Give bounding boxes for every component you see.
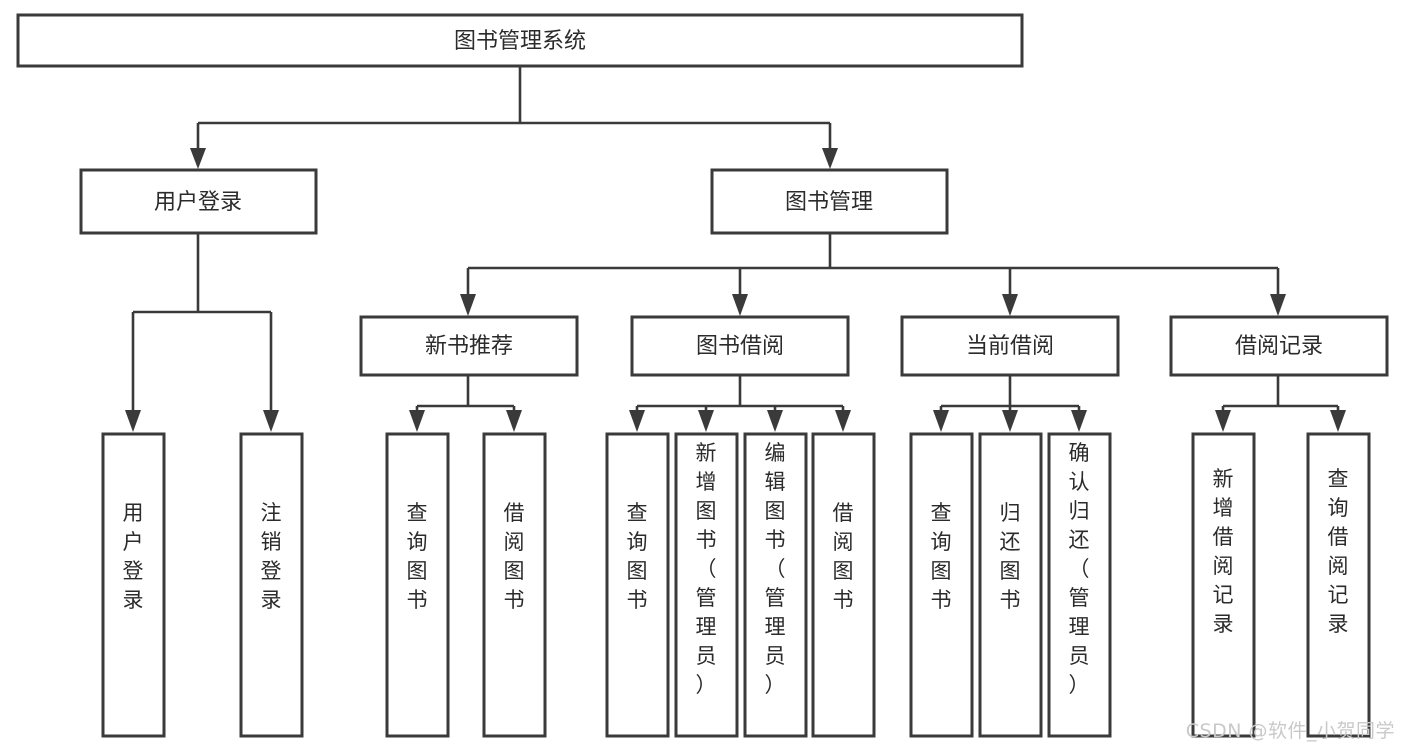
node-book-management-box[interactable]	[710, 168, 949, 235]
node-root-box[interactable]	[16, 13, 1024, 68]
leaf-borrow-book-2[interactable]: 借阅图书	[811, 432, 876, 738]
leaf-return-book[interactable]: 归还图书	[978, 432, 1043, 738]
leaf-logout-login[interactable]: 注销登录	[239, 432, 304, 738]
leaf-add-book-box[interactable]	[674, 432, 739, 738]
csdn-watermark: CSDN @软件_小贺同学	[1185, 720, 1395, 742]
leaf-query-book-3-box[interactable]	[909, 432, 974, 738]
connector-layer	[125, 66, 1346, 432]
leaf-query-book-1-label: 查询图书	[407, 501, 428, 612]
arrow-head-leaf-add-record	[1215, 410, 1231, 432]
arrow-head-leaf-logout-login	[263, 410, 279, 432]
node-borrow-record-box[interactable]	[1169, 315, 1389, 377]
node-user-login[interactable]: 用户登录	[79, 168, 318, 235]
leaf-user-login[interactable]: 用户登录	[101, 432, 166, 738]
arrow-head-borrow-record	[1270, 294, 1286, 316]
arrow-head-leaf-user-login	[125, 410, 141, 432]
node-new-book-recommend[interactable]: 新书推荐	[359, 315, 579, 377]
leaf-logout-login-box[interactable]	[239, 432, 304, 738]
leaf-logout-login-label: 注销登录	[261, 501, 282, 612]
node-borrow-record-label: 借阅记录	[1235, 334, 1323, 359]
arrow-head-leaf-query-book-1	[409, 410, 425, 432]
arrow-head-leaf-borrow-book-2	[835, 410, 851, 432]
leaf-borrow-book-2-label: 借阅图书	[833, 501, 854, 612]
leaf-return-book-box[interactable]	[978, 432, 1043, 738]
node-root-label: 图书管理系统	[454, 29, 586, 54]
node-user-login-box[interactable]	[79, 168, 318, 235]
leaf-query-book-3[interactable]: 查询图书	[909, 432, 974, 738]
arrow-head-leaf-confirm-return	[1071, 410, 1087, 432]
leaf-query-book-3-label: 查询图书	[931, 501, 952, 612]
leaf-add-record-label: 新增借阅记录	[1213, 467, 1234, 636]
arrow-head-user-login	[190, 148, 206, 169]
leaf-edit-book-box[interactable]	[743, 432, 808, 738]
leaf-user-login-label: 用户登录	[123, 501, 144, 612]
leaf-query-record[interactable]: 查询借阅记录	[1306, 432, 1371, 738]
arrow-head-leaf-return-book	[1002, 410, 1018, 432]
leaf-add-record-box[interactable]	[1191, 432, 1256, 738]
arrow-head-book-borrow	[732, 294, 748, 316]
leaf-add-record[interactable]: 新增借阅记录	[1191, 432, 1256, 738]
node-book-borrow[interactable]: 图书借阅	[630, 315, 850, 377]
arrow-head-leaf-borrow-book-1	[506, 410, 522, 432]
leaf-confirm-return-box[interactable]	[1047, 432, 1112, 738]
node-root[interactable]: 图书管理系统	[16, 13, 1024, 68]
arrow-head-leaf-add-book	[698, 410, 714, 432]
leaf-query-book-2[interactable]: 查询图书	[605, 432, 670, 738]
node-current-borrow[interactable]: 当前借阅	[900, 315, 1120, 377]
leaf-query-book-2-box[interactable]	[605, 432, 670, 738]
arrow-head-leaf-query-book-2	[629, 410, 645, 432]
arrow-head-leaf-query-record	[1330, 410, 1346, 432]
arrow-head-new-book-recommend	[460, 294, 476, 316]
node-book-borrow-label: 图书借阅	[696, 334, 784, 359]
leaf-confirm-return-label: 确认归还（管理员）	[1069, 441, 1090, 697]
node-borrow-record[interactable]: 借阅记录	[1169, 315, 1389, 377]
leaf-borrow-book-1-label: 借阅图书	[504, 501, 525, 612]
leaf-edit-book[interactable]: 编辑图书（管理员）	[743, 432, 808, 738]
leaf-borrow-book-2-box[interactable]	[811, 432, 876, 738]
leaf-confirm-return[interactable]: 确认归还（管理员）	[1047, 432, 1112, 738]
leaf-query-book-1[interactable]: 查询图书	[385, 432, 450, 738]
leaf-edit-book-label: 编辑图书（管理员）	[765, 441, 786, 697]
leaf-borrow-book-1[interactable]: 借阅图书	[482, 432, 547, 738]
node-book-borrow-box[interactable]	[630, 315, 850, 377]
leaf-borrow-book-1-box[interactable]	[482, 432, 547, 738]
arrow-head-book-management	[822, 148, 838, 169]
leaf-query-record-label: 查询借阅记录	[1328, 467, 1349, 636]
node-current-borrow-box[interactable]	[900, 315, 1120, 377]
node-new-book-recommend-box[interactable]	[359, 315, 579, 377]
leaf-user-login-box[interactable]	[101, 432, 166, 738]
node-book-management-label: 图书管理	[785, 190, 873, 215]
leaf-query-record-box[interactable]	[1306, 432, 1371, 738]
arrow-head-current-borrow	[1002, 294, 1018, 316]
arrow-head-leaf-edit-book	[767, 410, 783, 432]
node-current-borrow-label: 当前借阅	[966, 334, 1054, 359]
leaf-add-book[interactable]: 新增图书（管理员）	[674, 432, 739, 738]
node-new-book-recommend-label: 新书推荐	[425, 334, 513, 359]
leaf-return-book-label: 归还图书	[1000, 501, 1021, 612]
node-user-login-label: 用户登录	[154, 190, 242, 215]
node-book-management[interactable]: 图书管理	[710, 168, 949, 235]
leaf-add-book-label: 新增图书（管理员）	[696, 441, 717, 697]
leaf-query-book-2-label: 查询图书	[627, 501, 648, 612]
leaf-query-book-1-box[interactable]	[385, 432, 450, 738]
arrow-head-leaf-query-book-3	[933, 410, 949, 432]
